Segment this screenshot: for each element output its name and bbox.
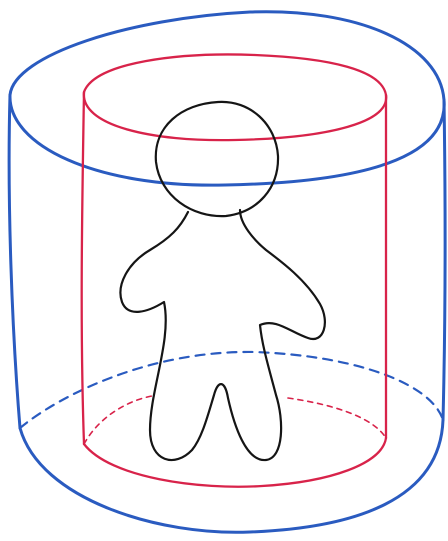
outer-cylinder xyxy=(9,12,445,533)
human-figure xyxy=(120,102,324,460)
outer-cylinder-top-rim xyxy=(10,12,444,185)
inner-cylinder-bottom-front xyxy=(84,438,386,487)
inner-cylinder-bottom-back xyxy=(84,396,152,444)
outer-cylinder-left-side xyxy=(9,95,20,428)
outer-cylinder-right-side xyxy=(443,100,445,420)
inner-cylinder-right-side xyxy=(386,95,387,438)
inner-cylinder-bottom-back-right xyxy=(288,398,386,438)
figure-body xyxy=(120,210,324,460)
figure-head xyxy=(156,102,278,216)
inner-cylinder-top-rim xyxy=(84,54,386,140)
inner-cylinder-left-side xyxy=(82,92,84,444)
